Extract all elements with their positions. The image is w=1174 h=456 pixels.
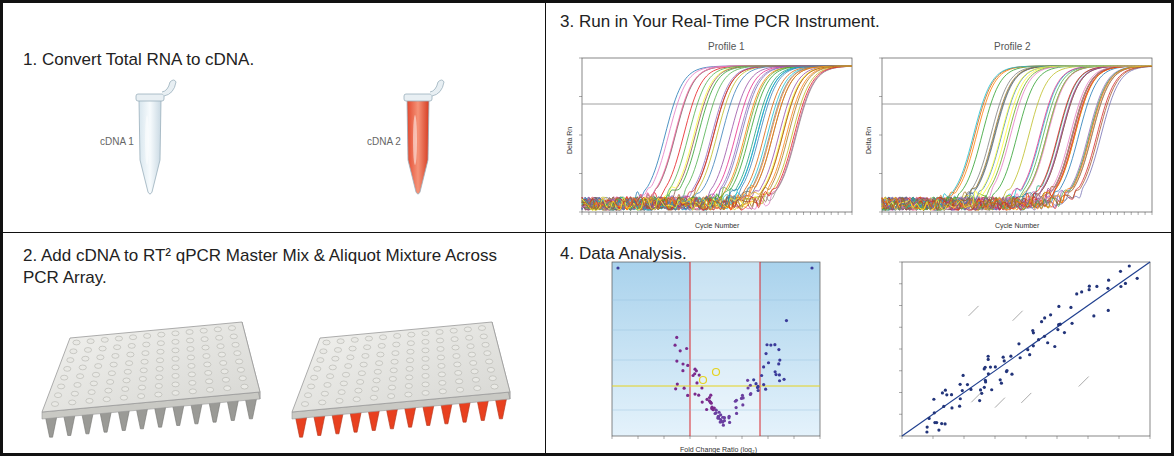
pcr-plate xyxy=(292,322,510,437)
scatter-plot xyxy=(899,262,1150,439)
step-heading: 3. Run in Your Real-Time PCR Instrument. xyxy=(560,11,880,33)
step-heading: 4. Data Analysis. xyxy=(560,243,687,265)
axis-label: Delta Rn xyxy=(865,126,872,153)
volcano-plot xyxy=(612,262,820,439)
amplification-chart xyxy=(579,58,852,215)
tube-illustration xyxy=(136,80,444,194)
plate-illustration xyxy=(42,322,510,437)
axis-label: Cycle Number xyxy=(695,222,739,229)
step-panel: 3. Run in Your Real-Time PCR Instrument. xyxy=(545,0,1174,233)
tube xyxy=(404,80,444,194)
step-heading: 1. Convert Total RNA to cDNA. xyxy=(23,49,254,71)
chart-title: Profile 1 xyxy=(708,42,745,52)
chart-title: Profile 2 xyxy=(994,42,1031,52)
axis-label: Fold Change Ratio (log₂) xyxy=(680,446,757,453)
amplification-plots xyxy=(579,58,1152,215)
axis-label: Delta Rn xyxy=(566,126,573,153)
tube-label: cDNA 1 xyxy=(100,137,134,147)
step-heading: 2. Add cDNA to RT² qPCR Master Mix & Ali… xyxy=(23,245,503,289)
analysis-plots xyxy=(612,262,1150,439)
axis-label: Cycle Number xyxy=(995,222,1039,229)
step-panel: 2. Add cDNA to RT² qPCR Master Mix & Ali… xyxy=(0,232,546,456)
tube xyxy=(136,80,176,194)
step-panel: 4. Data Analysis. xyxy=(545,232,1174,456)
step-panel: 1. Convert Total RNA to cDNA. xyxy=(0,0,546,233)
tube-label: cDNA 2 xyxy=(367,137,401,147)
amplification-chart xyxy=(879,58,1152,215)
pcr-plate xyxy=(42,322,260,437)
